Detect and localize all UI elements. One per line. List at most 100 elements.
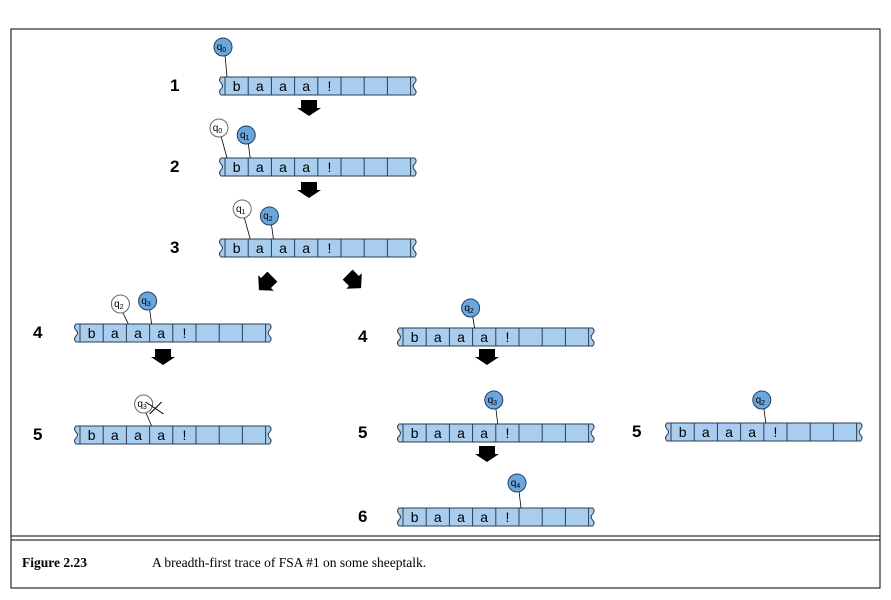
tape-symbol: ! bbox=[182, 325, 186, 341]
head-pointer bbox=[271, 223, 274, 240]
tape-symbol: ! bbox=[182, 427, 186, 443]
state-label: q2 bbox=[756, 395, 766, 407]
head-pointer bbox=[145, 411, 152, 427]
state-label: q1 bbox=[236, 204, 246, 216]
state-label: q2 bbox=[114, 299, 124, 311]
state-circle bbox=[236, 125, 256, 145]
tape-symbol: a bbox=[111, 427, 119, 443]
tape-symbol: a bbox=[157, 427, 165, 443]
tape-symbol: ! bbox=[505, 425, 509, 441]
state-label: q2 bbox=[263, 211, 273, 223]
transition-arrow bbox=[475, 446, 499, 462]
transition-arrow bbox=[475, 349, 499, 365]
state-label: q1 bbox=[240, 130, 250, 142]
state-circle bbox=[110, 294, 130, 314]
state-circle bbox=[232, 199, 252, 219]
tape-symbol: a bbox=[134, 427, 142, 443]
tape-symbol: a bbox=[702, 424, 710, 440]
tape-symbol: a bbox=[302, 159, 310, 175]
tape-symbol: a bbox=[434, 329, 442, 345]
tape-symbol: b bbox=[411, 509, 419, 525]
tape-symbol: a bbox=[256, 78, 264, 94]
branch-arrow bbox=[258, 271, 278, 291]
step-label: 5 bbox=[632, 422, 641, 441]
tape-symbol: a bbox=[111, 325, 119, 341]
state-circle bbox=[461, 298, 481, 318]
tape-symbol: ! bbox=[327, 240, 331, 256]
state-label: q3 bbox=[137, 399, 147, 411]
cross-mark bbox=[149, 401, 162, 415]
tape-symbol: ! bbox=[327, 78, 331, 94]
tape-symbol: a bbox=[157, 325, 165, 341]
step-label: 4 bbox=[358, 327, 368, 346]
tape-symbol: b bbox=[411, 425, 419, 441]
tape-symbol: a bbox=[480, 509, 488, 525]
state-label: q3 bbox=[141, 296, 151, 308]
state-circle bbox=[213, 37, 233, 57]
state-circle bbox=[484, 390, 504, 410]
tape-symbol: a bbox=[279, 159, 287, 175]
caption-label: Figure 2.23 bbox=[22, 555, 87, 570]
arrows-layer bbox=[151, 100, 499, 462]
tape-symbol: ! bbox=[773, 424, 777, 440]
tape-symbol: a bbox=[302, 78, 310, 94]
tape-symbol: a bbox=[256, 159, 264, 175]
tape-symbol: a bbox=[725, 424, 733, 440]
tape-symbol: b bbox=[233, 159, 241, 175]
tape-symbol: b bbox=[88, 427, 96, 443]
figure-frame bbox=[10, 28, 881, 589]
tape-symbol: b bbox=[679, 424, 687, 440]
tape-symbol: a bbox=[279, 240, 287, 256]
state-label: q3 bbox=[488, 395, 498, 407]
transition-arrow bbox=[151, 349, 175, 365]
tape-symbol: a bbox=[480, 329, 488, 345]
tape-symbol: a bbox=[457, 329, 465, 345]
state-circle bbox=[138, 291, 158, 311]
head-pointer bbox=[763, 407, 767, 424]
head-pointer bbox=[149, 308, 152, 325]
head-pointer bbox=[220, 135, 228, 159]
step-label: 6 bbox=[358, 507, 367, 526]
state-label: q0 bbox=[217, 42, 227, 54]
branch-arrow bbox=[342, 269, 362, 289]
state-label: q0 bbox=[213, 123, 223, 135]
transition-arrow bbox=[297, 100, 321, 116]
transition-arrow bbox=[297, 182, 321, 198]
tape-symbol: a bbox=[480, 425, 488, 441]
step-label: 1 bbox=[170, 76, 179, 95]
head-pointer bbox=[472, 315, 475, 329]
tape-symbol: a bbox=[302, 240, 310, 256]
step-label: 5 bbox=[33, 425, 42, 444]
head-pointer bbox=[518, 490, 522, 509]
head-pointer bbox=[243, 216, 251, 240]
cross-mark bbox=[145, 401, 164, 415]
tape-symbol: ! bbox=[505, 509, 509, 525]
state-label: q4 bbox=[511, 478, 521, 490]
head-pointer bbox=[495, 407, 499, 425]
step-label: 3 bbox=[170, 238, 179, 257]
state-label: q2 bbox=[464, 303, 474, 315]
tape-symbol: b bbox=[233, 78, 241, 94]
tape-symbol: b bbox=[411, 329, 419, 345]
state-circle bbox=[209, 118, 229, 138]
head-pointer bbox=[247, 142, 251, 159]
state-circle bbox=[259, 206, 279, 226]
branch-arrow-shape bbox=[258, 271, 278, 291]
head-pointer bbox=[122, 311, 129, 325]
state-circle bbox=[507, 473, 527, 493]
tape-symbol: ! bbox=[327, 159, 331, 175]
step-label: 4 bbox=[33, 323, 43, 342]
tape-symbol: a bbox=[279, 78, 287, 94]
state-circle bbox=[752, 390, 772, 410]
